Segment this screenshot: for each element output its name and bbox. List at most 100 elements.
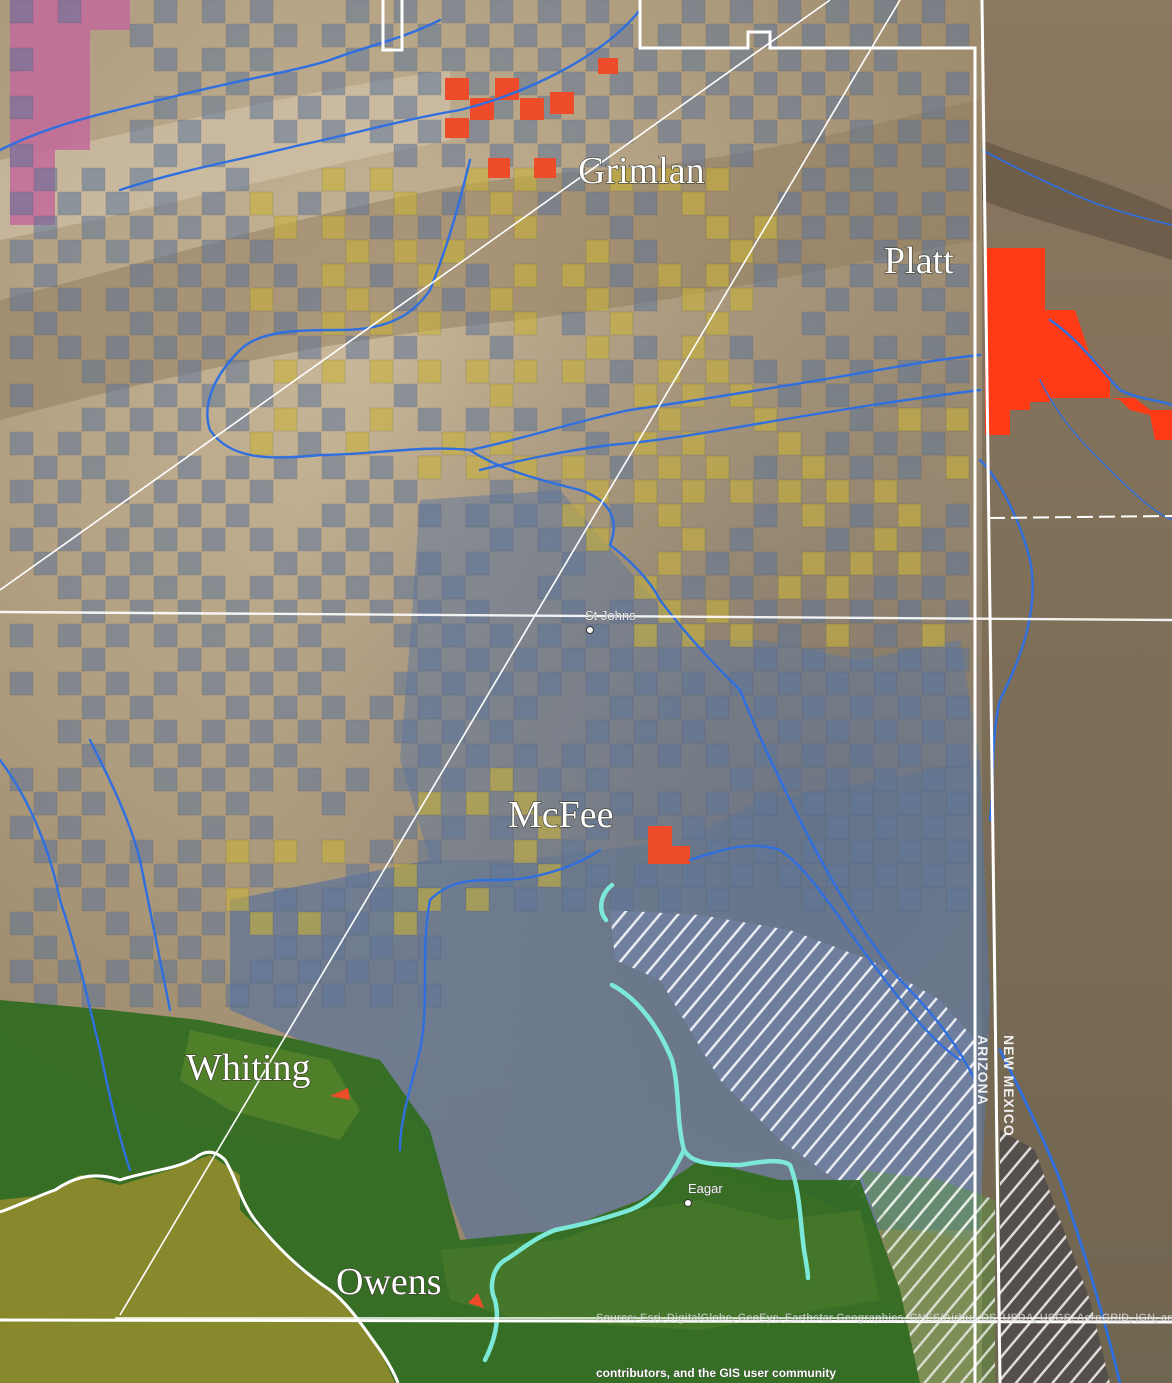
parcel-cell-blue [945, 71, 970, 96]
parcel-cell-blue [945, 647, 970, 672]
parcel-cell-blue [225, 647, 250, 672]
parcel-cell-blue [81, 407, 106, 432]
parcel-cell-yellow [513, 839, 538, 864]
parcel-cell-blue [9, 383, 34, 408]
parcel-cell-blue [441, 0, 466, 24]
parcel-cell-blue [9, 527, 34, 552]
parcel-cell-blue [513, 119, 538, 144]
parcel-cell-blue [945, 599, 970, 624]
parcel-cell-blue [321, 695, 346, 720]
parcel-cell-blue [849, 263, 874, 288]
parcel-cell-blue [249, 671, 274, 696]
parcel-cell-blue [561, 311, 586, 336]
parcel-cell-blue [249, 623, 274, 648]
parcel-cell-blue [105, 623, 130, 648]
parcel-cell-blue [345, 911, 370, 936]
parcel-cell-yellow [705, 599, 730, 624]
parcel-cell-blue [825, 767, 850, 792]
parcel-cell-blue [801, 359, 826, 384]
parcel-cell-blue [681, 0, 706, 24]
parcel-cell-blue [297, 95, 322, 120]
parcel-cell-blue [729, 575, 754, 600]
parcel-cell-blue [369, 983, 394, 1008]
parcel-cell-blue [105, 527, 130, 552]
parcel-cell-blue [657, 743, 682, 768]
parcel-cell-blue [273, 551, 298, 576]
parcel-cell-yellow [321, 167, 346, 192]
parcel-cell-blue [57, 0, 82, 24]
parcel-cell-blue [489, 863, 514, 888]
parcel-cell-blue [225, 455, 250, 480]
parcel-cell-blue [417, 599, 442, 624]
label-platt: Platt [884, 240, 954, 282]
parcel-cell-blue [873, 623, 898, 648]
parcel-cell-blue [81, 359, 106, 384]
town-marker-st-johns[interactable] [586, 626, 594, 634]
parcel-cell-blue [321, 647, 346, 672]
parcel-cell-blue [57, 863, 82, 888]
parcel-cell-yellow [273, 839, 298, 864]
forest-boundary-line [0, 1150, 400, 1383]
parcel-cell-yellow [705, 167, 730, 192]
parcel-cell-blue [369, 839, 394, 864]
parcel-cell-blue [753, 23, 778, 48]
town-label-eagar: Eagar [688, 1181, 723, 1196]
state-label-arizona: ARIZONA [975, 1035, 991, 1106]
parcel-cell-blue [81, 215, 106, 240]
parcel-cell-yellow [657, 503, 682, 528]
parcel-cell-blue [921, 287, 946, 312]
parcel-cell-yellow [417, 311, 442, 336]
parcel-cell-blue [297, 623, 322, 648]
parcel-cell-blue [417, 551, 442, 576]
parcel-cell-blue [105, 479, 130, 504]
parcel-cell-blue [777, 863, 802, 888]
parcel-cell-blue [921, 335, 946, 360]
parcel-cell-blue [777, 239, 802, 264]
parcel-cell-blue [897, 71, 922, 96]
parcel-cell-blue [705, 791, 730, 816]
parcel-cell-yellow [657, 407, 682, 432]
parcel-cell-blue [825, 47, 850, 72]
parcel-cell-blue [153, 191, 178, 216]
parcel-cell-blue [153, 47, 178, 72]
parcel-cell-blue [921, 719, 946, 744]
parcel-cell-blue [153, 767, 178, 792]
parcel-cell-yellow [393, 191, 418, 216]
parcel-cell-blue [873, 239, 898, 264]
parcel-cell-blue [657, 791, 682, 816]
town-marker-eagar[interactable] [684, 1199, 692, 1207]
parcel-cell-blue [177, 71, 202, 96]
parcel-cell-blue [201, 767, 226, 792]
parcel-cell-yellow [513, 167, 538, 192]
parcel-cell-blue [345, 335, 370, 360]
parcel-cell-blue [561, 599, 586, 624]
parcel-cell-blue [489, 815, 514, 840]
attribution-line-1: Source: Esri, DigitalGlobe, GeoEye, Eart… [596, 1312, 1172, 1324]
parcel-cell-blue [417, 71, 442, 96]
parcel-cell-yellow [681, 527, 706, 552]
parcel-cell-blue [873, 815, 898, 840]
parcel-cell-blue [105, 719, 130, 744]
parcel-cell-yellow [465, 359, 490, 384]
parcel-cell-blue [9, 479, 34, 504]
parcel-cell-blue [489, 719, 514, 744]
parcel-cell-blue [897, 743, 922, 768]
parcel-cell-blue [873, 47, 898, 72]
parcel-cell-blue [897, 647, 922, 672]
parcel-cell-blue [129, 935, 154, 960]
parcel-cell-blue [945, 743, 970, 768]
parcel-cell-blue [561, 71, 586, 96]
parcel-cell-blue [9, 815, 34, 840]
parcel-cell-blue [177, 839, 202, 864]
parcel-cell-blue [873, 863, 898, 888]
parcel-cell-yellow [561, 263, 586, 288]
parcel-cell-blue [609, 263, 634, 288]
parcel-cell-blue [129, 311, 154, 336]
parcel-cell-blue [489, 623, 514, 648]
parcel-cell-blue [225, 23, 250, 48]
parcel-cell-yellow [489, 191, 514, 216]
parcel-cell-blue [417, 407, 442, 432]
parcel-cell-blue [945, 23, 970, 48]
